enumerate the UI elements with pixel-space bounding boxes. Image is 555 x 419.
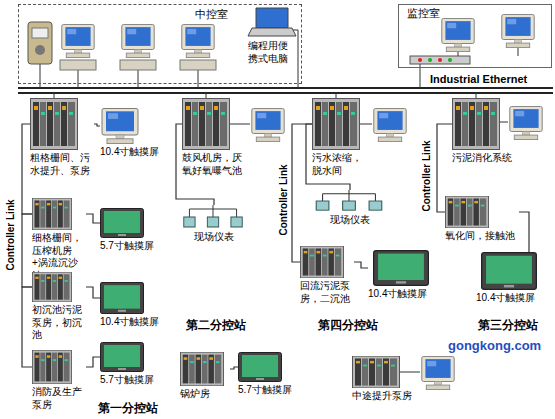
instr-icon — [312, 190, 388, 212]
field-instruments: 现场仪表 — [180, 205, 248, 244]
rack-icon — [452, 98, 516, 150]
station-label: 粗格栅间、污水提升、泵房 — [30, 152, 94, 177]
touch-screen: 5.7寸触摸屏 — [100, 342, 156, 387]
station-title: 第三分控站 — [478, 318, 538, 333]
station-label: 回流污泥泵房，二沉池 — [300, 280, 354, 305]
device-label: 编程用便携式电脑 — [248, 40, 292, 65]
ts-icon — [368, 250, 429, 286]
control-room: 监控室 — [398, 4, 552, 68]
plc-station: 中途提升泵房 — [352, 356, 416, 403]
plc-station: 污泥消化系统 — [452, 98, 516, 165]
plc-station: 鼓风机房，厌氧好氧曝气池 — [182, 98, 246, 177]
plc-station: 锅炉房 — [180, 352, 230, 401]
plc-station: 回流污泥泵房，二沉池 — [300, 246, 354, 305]
ts-icon — [100, 342, 156, 372]
rack-icon — [352, 356, 416, 388]
station-title: 第一分控站 — [98, 401, 158, 416]
touch-screen: 10.4寸触摸屏 — [100, 108, 161, 159]
plc-station: 细格栅间，压榨机房+涡流沉沙池 — [32, 198, 86, 282]
plc-station: 污水浓缩，脱水间 — [312, 98, 368, 177]
field-instruments: 现场仪表 — [312, 190, 388, 227]
touch-screen: 10.4寸触摸屏 — [368, 250, 429, 301]
station-label: 污泥消化系统 — [452, 152, 516, 165]
monitoring-computers — [410, 14, 534, 64]
station-label: 10.4寸触摸屏 — [100, 146, 161, 159]
laptop — [248, 8, 296, 36]
station-label: 5.7寸触摸屏 — [100, 374, 156, 387]
rack-icon — [445, 196, 519, 228]
ts-icon — [476, 252, 537, 290]
ethernet-bus — [18, 88, 553, 93]
link-wire — [354, 262, 368, 268]
rack-icon — [32, 350, 86, 384]
link-wire — [519, 212, 529, 252]
rack-icon — [32, 198, 86, 230]
station-label: 消防及生产泵房 — [32, 386, 86, 411]
ts-icon — [100, 208, 156, 238]
touch-screen: 10.4寸触摸屏 — [476, 252, 537, 305]
touch-screen: 5.7寸触摸屏 — [100, 208, 156, 253]
central-computers — [28, 22, 216, 70]
station-title: 第四分控站 — [318, 318, 378, 333]
touch-screen: 5.7寸触摸屏 — [238, 352, 294, 397]
plc-station: 氧化间，接触池 — [445, 196, 519, 243]
station-label: 5.7寸触摸屏 — [238, 384, 294, 397]
rack-icon — [180, 352, 230, 386]
ts-icon — [100, 282, 161, 314]
plc-station: 粗格栅间、污水提升、泵房 — [30, 98, 94, 177]
plc-station: 初沉池污泥泵房，初沉池 — [32, 272, 86, 342]
station-label: 现场仪表 — [180, 231, 248, 244]
link-wire — [86, 214, 100, 223]
link-label: Controller Link — [421, 131, 433, 221]
link-wire — [22, 214, 32, 287]
watermark: gongkong.com — [448, 338, 541, 354]
link-wire — [94, 124, 100, 126]
station-title: 第二分控站 — [186, 318, 246, 333]
link-wire — [22, 287, 32, 367]
link-wire — [86, 357, 100, 367]
station-label: 10.4寸触摸屏 — [476, 292, 537, 305]
network-label: Industrial Ethernet — [430, 73, 527, 87]
rack-icon — [182, 98, 246, 150]
touch-screen: 10.4寸触摸屏 — [100, 282, 161, 329]
plc-station: 消防及生产泵房 — [32, 350, 86, 411]
rack-icon — [300, 246, 354, 278]
station-label: 现场仪表 — [312, 214, 388, 227]
instr-icon — [180, 205, 248, 229]
station-label: 5.7寸触摸屏 — [100, 240, 156, 253]
ts-icon — [238, 352, 294, 382]
rack-icon — [30, 98, 94, 150]
room-title: 中控室 — [195, 8, 228, 22]
station-label: 10.4寸触摸屏 — [100, 316, 161, 329]
station-label: 氧化间，接触池 — [445, 230, 519, 243]
rack-icon — [32, 272, 86, 302]
station-label: 10.4寸触摸屏 — [368, 288, 429, 301]
station-label: 初沉池污泥泵房，初沉池 — [32, 304, 86, 342]
station-label: 鼓风机房，厌氧好氧曝气池 — [182, 152, 246, 177]
rack-icon — [312, 98, 368, 150]
link-label: Controller Link — [278, 155, 290, 245]
mon-icon — [100, 108, 161, 144]
room-title: 监控室 — [407, 7, 440, 21]
link-wire — [86, 287, 100, 298]
link-wire — [292, 124, 312, 262]
station-label: 污水浓缩，脱水间 — [312, 152, 368, 177]
station-label: 中途提升泵房 — [352, 390, 416, 403]
station-label: 锅炉房 — [180, 388, 230, 401]
link-label: Controller Link — [5, 190, 17, 280]
link-wire — [230, 367, 238, 369]
